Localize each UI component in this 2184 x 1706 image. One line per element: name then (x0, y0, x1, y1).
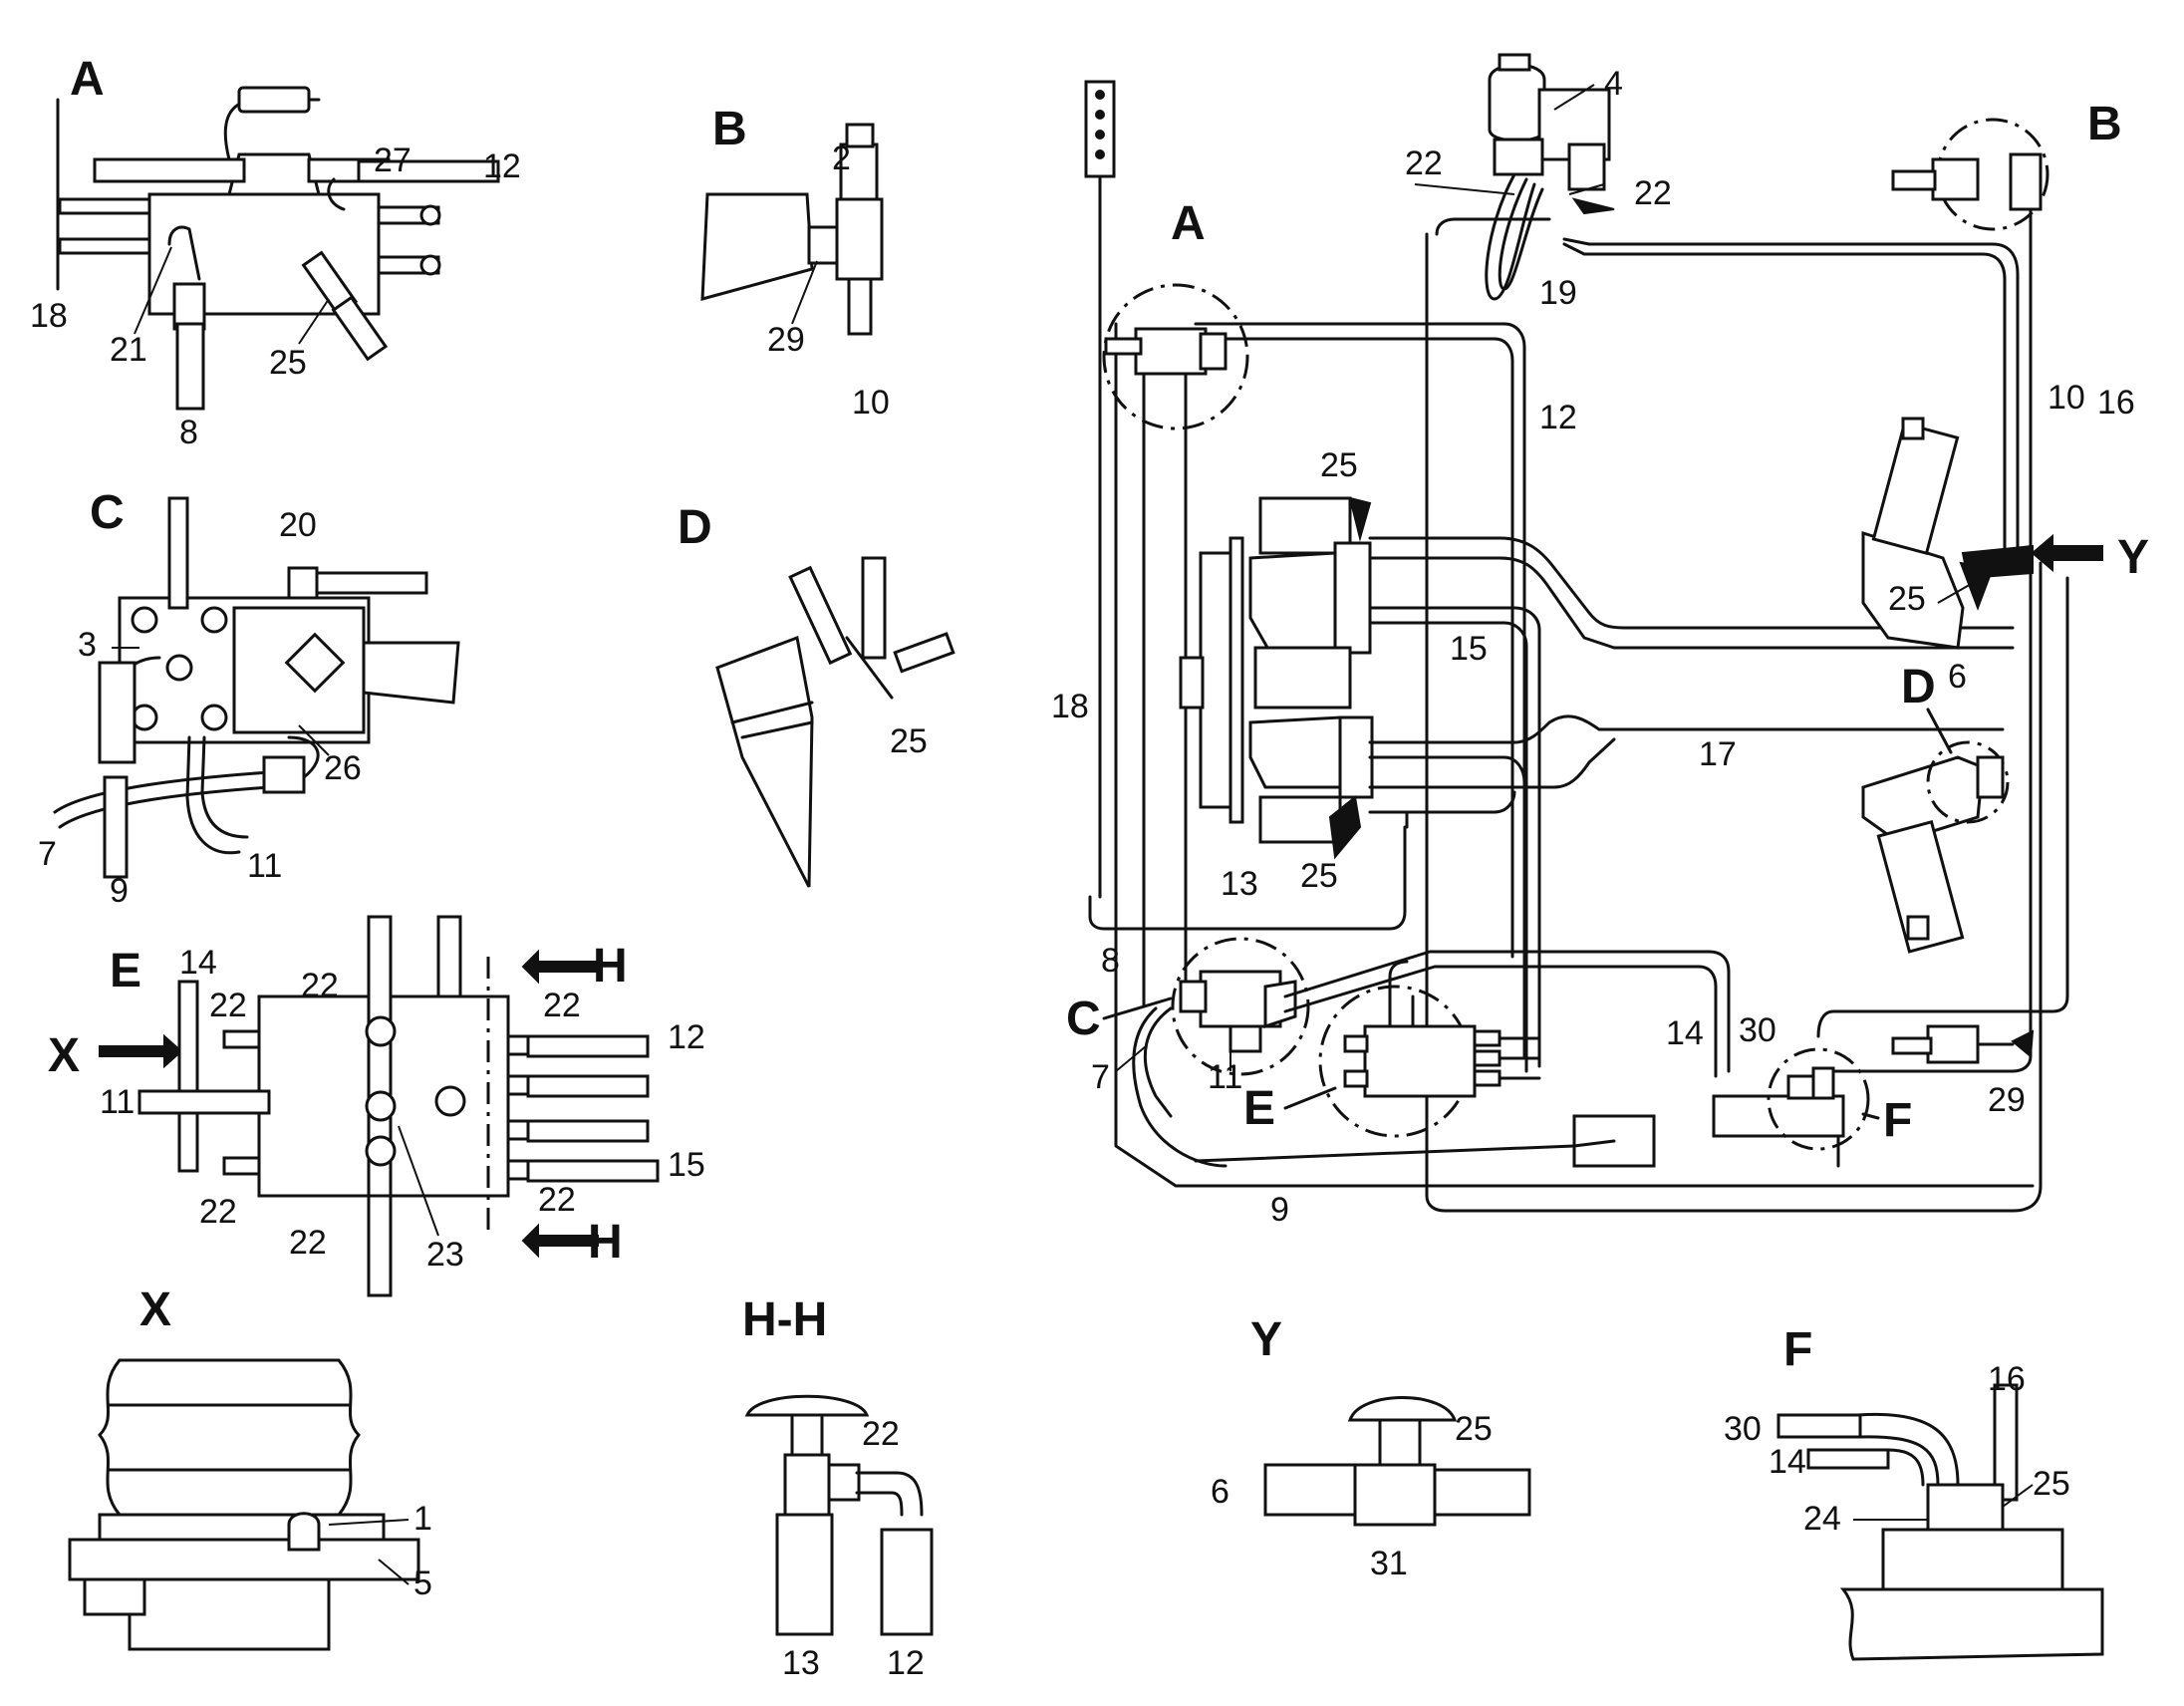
callout-1: 1 (413, 1500, 432, 1538)
callout-23: 23 (426, 1236, 464, 1274)
callout-30: 30 (1739, 1011, 1776, 1049)
view-label-h-top: H (593, 940, 628, 993)
callout-25-a: 25 (1320, 446, 1358, 484)
callout-30: 30 (1724, 1410, 1762, 1448)
callout-16: 16 (2097, 384, 2135, 422)
callout-14: 14 (179, 944, 217, 982)
callout-13: 13 (782, 1644, 820, 1682)
callout-22-f: 22 (289, 1224, 327, 1262)
callout-25-c: 25 (1300, 857, 1338, 895)
callout-19: 19 (1539, 274, 1577, 312)
callout-8: 8 (1101, 942, 1120, 980)
callout-12: 12 (668, 1018, 705, 1056)
detail-a: A 27 12 18 21 25 8 (30, 53, 521, 451)
main-view-label-d: D (1901, 661, 1936, 713)
callout-22-a: 22 (209, 987, 247, 1024)
callout-29: 29 (767, 321, 805, 359)
callout-2: 2 (832, 140, 851, 177)
main-view-label-c: C (1066, 993, 1101, 1045)
detail-b: B 2 29 10 (700, 103, 890, 422)
view-label-x: X (139, 1283, 171, 1336)
callout-25: 25 (2033, 1465, 2070, 1503)
callout-22-b: 22 (1634, 174, 1672, 212)
callout-18: 18 (1051, 688, 1089, 725)
callout-3: 3 (78, 626, 97, 664)
callout-14: 14 (1769, 1443, 1806, 1481)
callout-5: 5 (413, 1564, 432, 1602)
view-label-a: A (70, 53, 105, 106)
callout-9: 9 (110, 872, 129, 910)
main-view-label-b: B (2087, 98, 2122, 150)
callout-20: 20 (279, 506, 317, 544)
detail-h-h: H-H 22 13 12 (742, 1293, 934, 1682)
callout-11: 11 (1208, 1058, 1242, 1096)
callout-7: 7 (1091, 1058, 1110, 1096)
view-label-h-bottom: H (588, 1216, 623, 1269)
detail-d: D 25 (678, 501, 956, 888)
callout-22-e: 22 (538, 1181, 576, 1219)
callout-7: 7 (38, 835, 57, 873)
callout-14: 14 (1666, 1014, 1704, 1052)
view-label-d: D (678, 501, 712, 554)
view-label-y: Y (1250, 1313, 1282, 1366)
callout-22-d: 22 (199, 1193, 237, 1231)
callout-25: 25 (890, 722, 928, 760)
view-label-f: F (1783, 1323, 1812, 1376)
detail-e: E X H H 14 22 22 22 12 11 15 22 (48, 915, 705, 1297)
callout-12: 12 (887, 1644, 925, 1682)
callout-6: 6 (1948, 658, 1967, 696)
callout-13: 13 (1221, 865, 1258, 903)
callout-10: 10 (852, 384, 890, 422)
callout-4: 4 (1604, 65, 1623, 103)
main-view-label-y: Y (2117, 531, 2149, 584)
callout-25: 25 (269, 344, 307, 382)
callout-12: 12 (1539, 399, 1577, 436)
view-label-h-h: H-H (742, 1293, 827, 1346)
callout-15: 15 (668, 1146, 705, 1184)
callout-8: 8 (179, 414, 198, 451)
main-assembly: 4 22 22 19 12 10 16 25 15 18 25 6 17 25 … (1051, 53, 2149, 1229)
callout-26: 26 (324, 749, 362, 787)
callout-24: 24 (1803, 1500, 1841, 1538)
callout-21: 21 (110, 331, 147, 369)
callout-27: 27 (374, 142, 411, 179)
callout-25-b: 25 (1888, 580, 1926, 618)
callout-16: 16 (1988, 1360, 2026, 1398)
view-label-x-arrow: X (48, 1029, 80, 1082)
detail-c: C 20 3 26 7 9 11 (38, 486, 460, 910)
detail-y: Y 25 6 31 (1211, 1313, 1531, 1582)
callout-18: 18 (30, 297, 68, 335)
callout-15: 15 (1450, 630, 1488, 668)
callout-22: 22 (862, 1415, 900, 1453)
view-label-b: B (712, 103, 747, 155)
callout-11: 11 (247, 847, 282, 885)
callout-9: 9 (1270, 1191, 1289, 1229)
callout-6: 6 (1211, 1473, 1229, 1511)
detail-f: F 16 30 14 25 24 (1724, 1323, 2104, 1661)
detail-x: X 1 5 (68, 1283, 432, 1651)
main-view-label-f: F (1883, 1094, 1912, 1147)
main-view-label-e: E (1243, 1082, 1275, 1135)
callout-22-b: 22 (301, 967, 339, 1004)
callout-22-a: 22 (1405, 144, 1443, 182)
callout-31: 31 (1370, 1545, 1408, 1582)
callout-25: 25 (1455, 1410, 1493, 1448)
view-label-c: C (90, 486, 125, 539)
callout-12: 12 (483, 147, 521, 185)
callout-22-c: 22 (543, 987, 581, 1024)
callout-29: 29 (1988, 1081, 2026, 1119)
view-label-e: E (110, 945, 141, 997)
callout-10: 10 (2048, 379, 2085, 417)
callout-17: 17 (1699, 735, 1737, 773)
main-view-label-a: A (1171, 197, 1206, 250)
callout-11: 11 (100, 1083, 135, 1121)
